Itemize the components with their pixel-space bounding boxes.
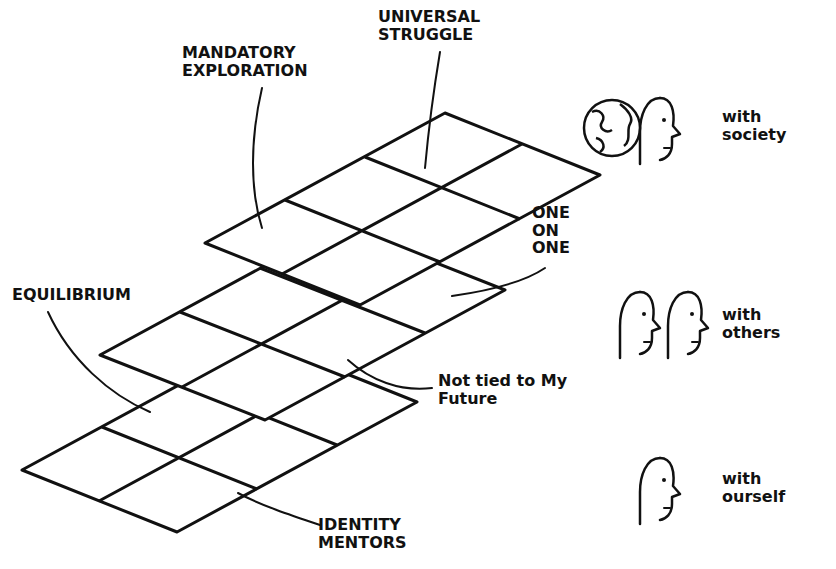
person-icon xyxy=(668,292,708,358)
layer-label: ONE ON ONE xyxy=(532,204,582,257)
layer-label: Not tied to My Future xyxy=(438,372,578,407)
layer-label: IDENTITY MENTORS xyxy=(318,516,448,551)
globe-icon xyxy=(584,100,640,156)
person-icon xyxy=(640,98,680,164)
person-icon xyxy=(620,292,660,358)
layer-label: EQUILIBRIUM xyxy=(12,286,172,304)
top-layer-grid xyxy=(205,113,600,305)
layer-label: MANDATORY EXPLORATION xyxy=(182,44,332,79)
layer-label: UNIVERSAL STRUGGLE xyxy=(378,8,508,43)
level-label: with ourself xyxy=(722,470,810,505)
level-label: with society xyxy=(722,108,810,143)
person-icon xyxy=(640,458,680,524)
level-label: with others xyxy=(722,306,810,341)
